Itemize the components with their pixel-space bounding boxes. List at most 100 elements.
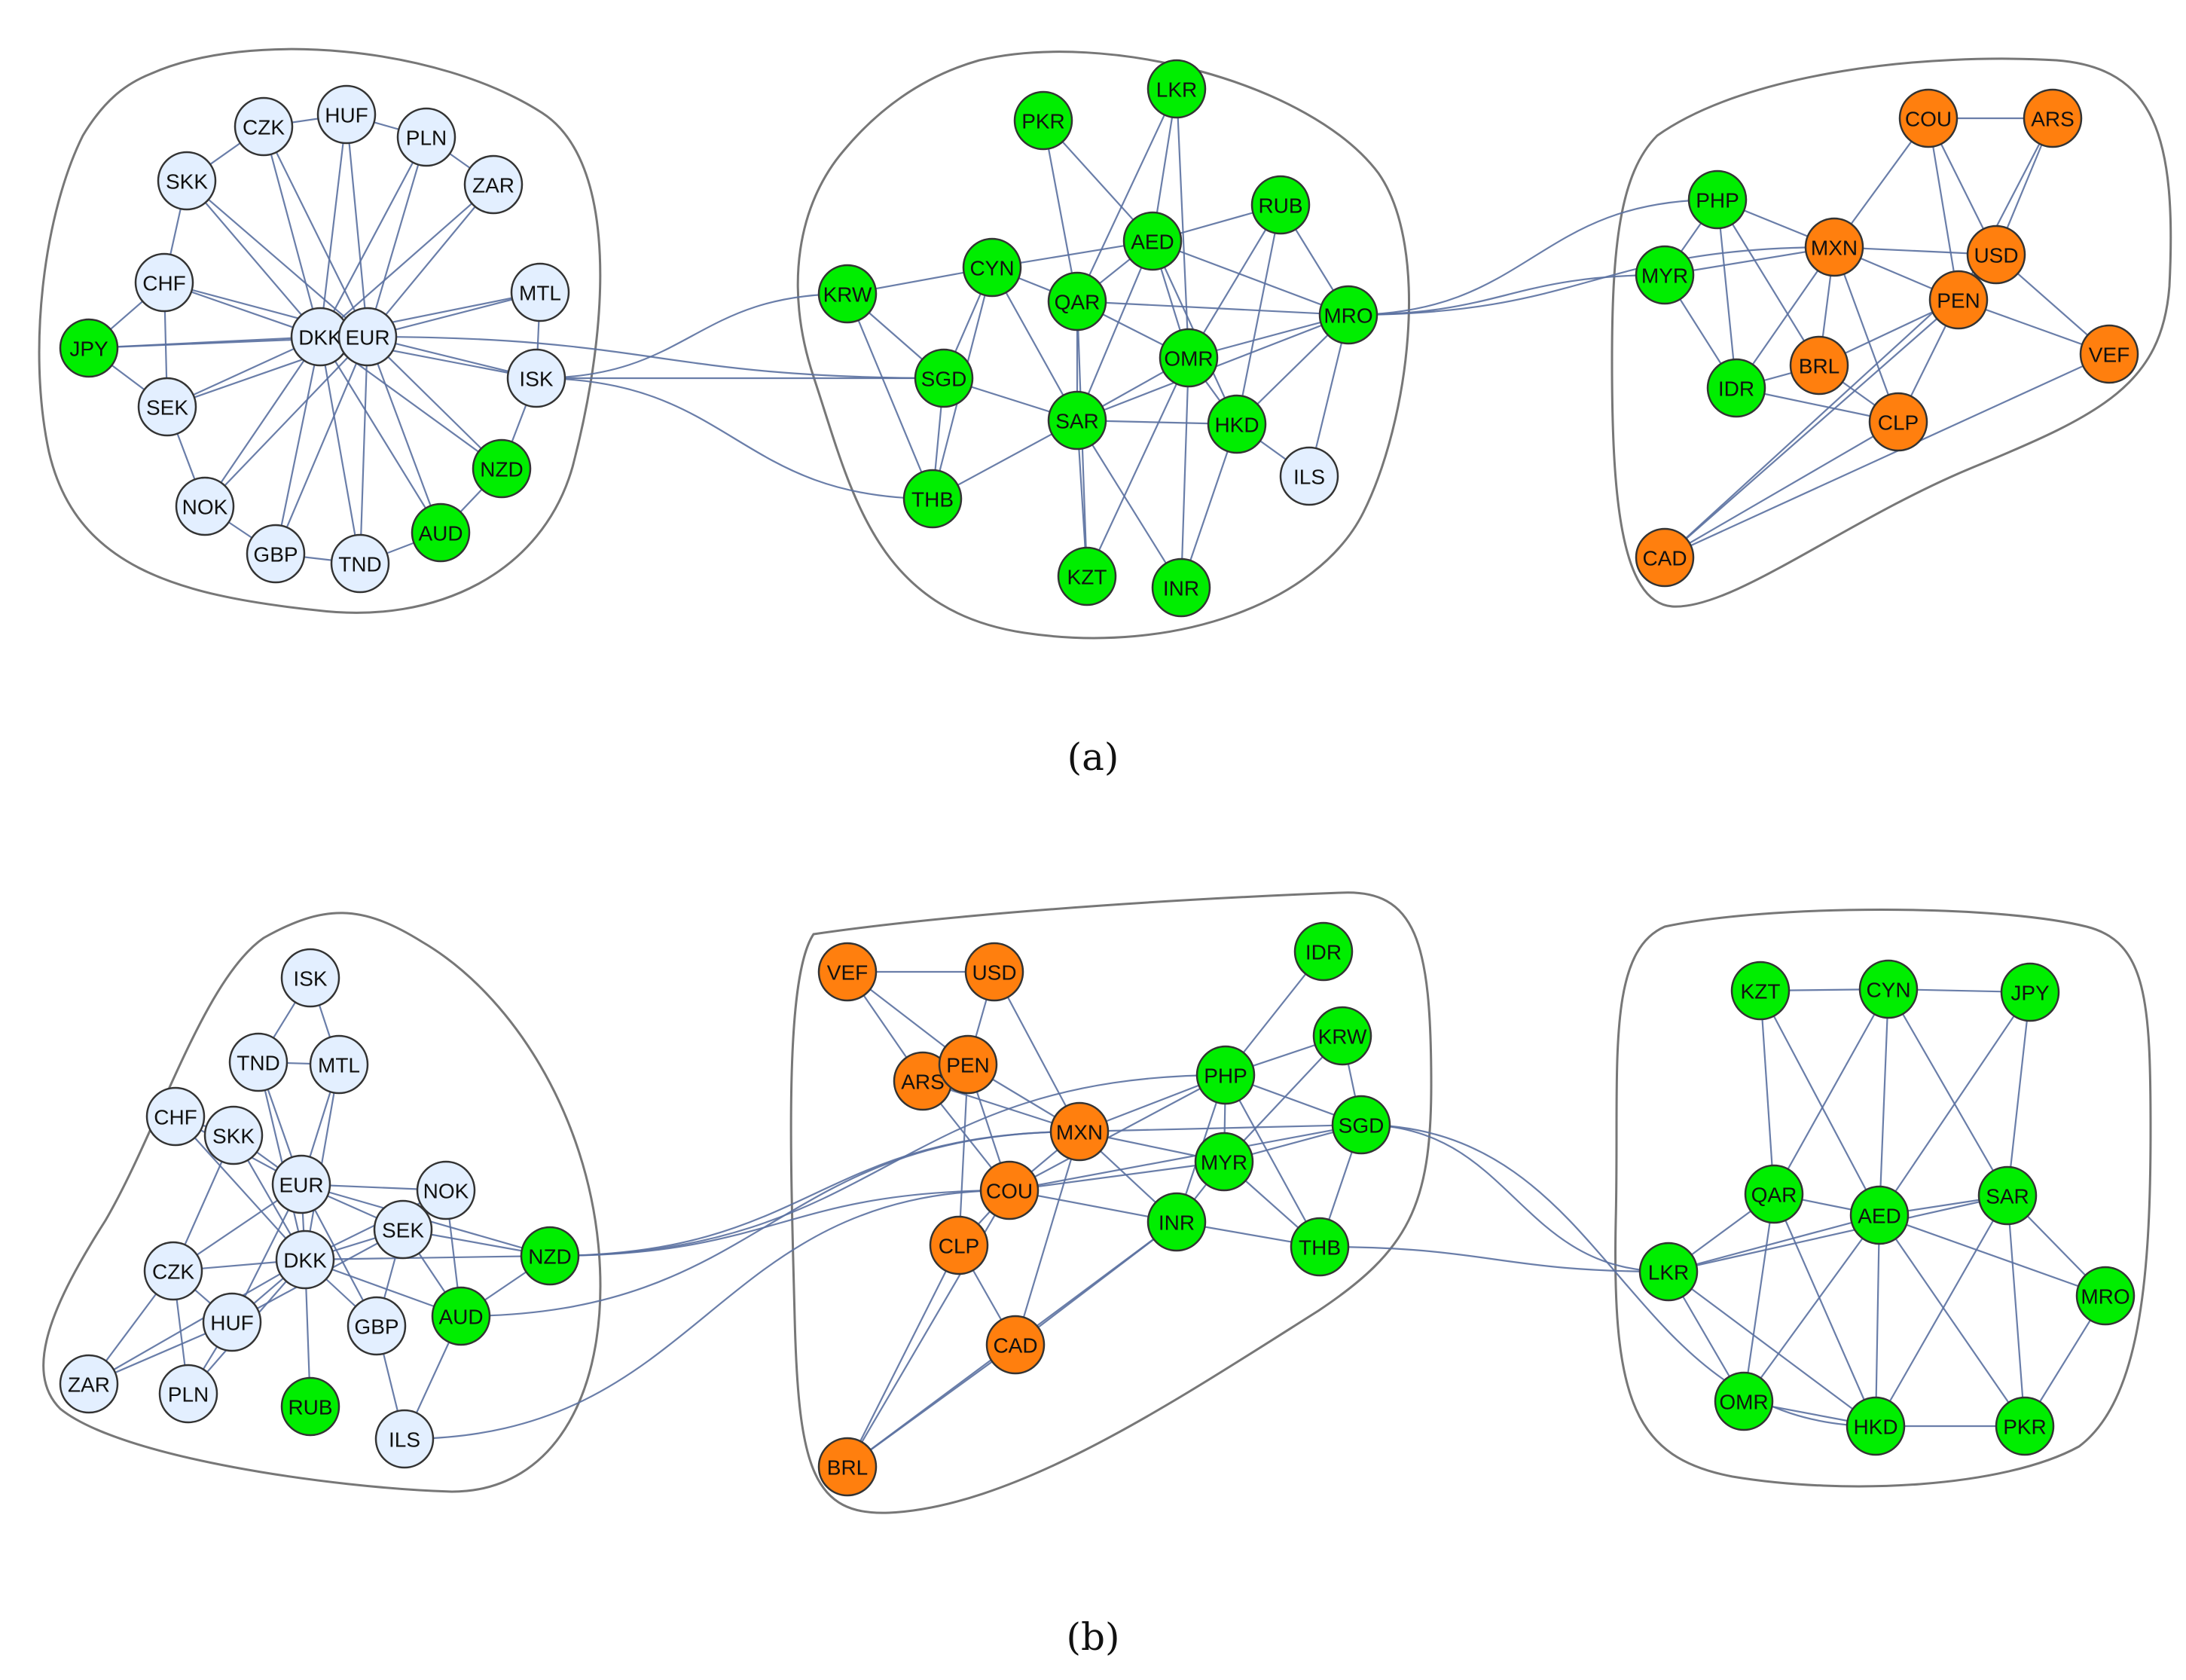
node-label: SGD bbox=[1339, 1114, 1385, 1138]
node-circle bbox=[1250, 175, 1311, 235]
node-label: KZT bbox=[1067, 566, 1107, 589]
edge-b-clp-brl bbox=[847, 1245, 960, 1468]
edge-b-aed-pkr bbox=[1879, 1214, 2026, 1427]
node-circle bbox=[1928, 270, 1989, 330]
edge-b-sgd-cou bbox=[1009, 1123, 1362, 1192]
edge-b-php-cou bbox=[1009, 1074, 1226, 1191]
node-label: LKR bbox=[1156, 78, 1197, 102]
node-b-myr: MYR bbox=[1194, 1132, 1254, 1192]
node-circle bbox=[1706, 358, 1766, 418]
node-label: SEK bbox=[382, 1219, 424, 1242]
node-label: CZK bbox=[152, 1260, 194, 1284]
node-circle bbox=[275, 1229, 335, 1290]
node-b-pkr: PKR bbox=[1995, 1396, 2055, 1456]
node-label: ISK bbox=[519, 368, 553, 391]
node-circle bbox=[1744, 1164, 1804, 1224]
node-b-kzt: KZT bbox=[1730, 961, 1791, 1021]
node-circle bbox=[1638, 1242, 1699, 1302]
node-b-tnd: TND bbox=[228, 1032, 289, 1092]
edge-b-aed-lkr bbox=[1668, 1214, 1880, 1273]
node-label: NOK bbox=[182, 496, 228, 519]
node-label: MXN bbox=[1811, 237, 1858, 260]
node-circle bbox=[59, 318, 119, 378]
node-label: AUD bbox=[418, 522, 463, 545]
node-circle bbox=[2075, 1266, 2136, 1326]
node-a-gbp: GBP bbox=[246, 524, 306, 584]
node-b-zar: ZAR bbox=[59, 1354, 119, 1414]
node-circle bbox=[280, 948, 340, 1008]
node-b-aud: AUD bbox=[431, 1286, 491, 1346]
node-circle bbox=[463, 154, 524, 215]
node-circle bbox=[1293, 921, 1354, 982]
node-b-nok: NOK bbox=[416, 1160, 476, 1220]
node-circle bbox=[506, 348, 566, 408]
edge-b-qar-hkd bbox=[1772, 1193, 1877, 1427]
node-a-mro: MRO bbox=[1318, 285, 1378, 345]
edge-a-krw-thb bbox=[846, 293, 934, 499]
node-circle bbox=[1047, 390, 1107, 451]
edge-a-dkk-pln bbox=[319, 136, 427, 338]
node-circle bbox=[2000, 962, 2060, 1022]
bridge-edge-a-eur-sgd bbox=[367, 335, 945, 380]
bridges-a bbox=[367, 198, 1835, 500]
edge-a-eur-gbp bbox=[274, 336, 369, 554]
node-label: ILS bbox=[389, 1428, 420, 1452]
node-circle bbox=[157, 151, 217, 211]
node-label: VEF bbox=[2089, 344, 2130, 367]
node-label: EUR bbox=[345, 326, 389, 350]
node-b-mtl: MTL bbox=[309, 1034, 369, 1095]
node-b-dkk: DKK bbox=[275, 1229, 335, 1290]
bridge-edge-b-aud-mxn bbox=[460, 1130, 1080, 1318]
node-label: MYR bbox=[1641, 264, 1688, 288]
node-a-isk: ISK bbox=[506, 348, 566, 408]
node-circle bbox=[1977, 1165, 2038, 1226]
node-b-mxn: MXN bbox=[1049, 1101, 1110, 1162]
node-a-eur: EUR bbox=[337, 307, 398, 367]
node-circle bbox=[228, 1032, 289, 1092]
node-a-krw: KRW bbox=[817, 264, 878, 324]
node-b-hkd: HKD bbox=[1846, 1396, 1906, 1456]
node-label: ARS bbox=[901, 1071, 945, 1094]
edge-a-dkk-huf bbox=[319, 114, 348, 338]
node-label: HKD bbox=[1214, 414, 1259, 437]
node-circle bbox=[1331, 1095, 1391, 1155]
node-circle bbox=[1635, 527, 1695, 588]
node-label: THB bbox=[911, 488, 954, 512]
edge-a-clp-cad bbox=[1664, 421, 1899, 558]
node-circle bbox=[158, 1364, 218, 1424]
node-label: PEN bbox=[946, 1054, 990, 1077]
node-label: JPY bbox=[2010, 982, 2050, 1005]
node-b-isk: ISK bbox=[280, 948, 340, 1008]
node-circle bbox=[817, 264, 878, 324]
node-b-nzd: NZD bbox=[520, 1226, 580, 1286]
edge-a-pkr-qar bbox=[1042, 120, 1079, 302]
edge-a-rub-omr bbox=[1188, 204, 1281, 359]
node-label: THB bbox=[1299, 1236, 1341, 1260]
edge-b-jpy-aed bbox=[1879, 991, 2031, 1216]
node-circle bbox=[1687, 170, 1748, 230]
node-b-huf: HUF bbox=[202, 1292, 262, 1352]
node-a-aud: AUD bbox=[411, 502, 471, 563]
bridge-edge-a-isk-krw bbox=[536, 292, 848, 380]
node-a-cyn: CYN bbox=[962, 237, 1022, 298]
node-b-skk: SKK bbox=[203, 1105, 264, 1165]
node-label: RUB bbox=[288, 1396, 332, 1419]
node-circle bbox=[964, 942, 1024, 1002]
node-label: CAD bbox=[993, 1334, 1037, 1358]
node-circle bbox=[203, 1105, 264, 1165]
node-circle bbox=[373, 1199, 433, 1260]
node-circle bbox=[1047, 271, 1107, 331]
node-circle bbox=[817, 1437, 878, 1497]
node-a-pen: PEN bbox=[1928, 270, 1989, 330]
edge-b-mxn-sgd bbox=[1079, 1123, 1362, 1133]
node-label: HKD bbox=[1853, 1416, 1897, 1439]
node-label: CLP bbox=[1878, 411, 1919, 435]
node-a-nok: NOK bbox=[175, 476, 235, 536]
node-a-chf: CHF bbox=[134, 252, 194, 313]
node-circle bbox=[234, 96, 294, 157]
node-label: DKK bbox=[298, 326, 342, 350]
edge-b-cyn-sar bbox=[1888, 988, 2008, 1196]
node-b-brl: BRL bbox=[817, 1437, 878, 1497]
node-label: DKK bbox=[283, 1249, 327, 1272]
